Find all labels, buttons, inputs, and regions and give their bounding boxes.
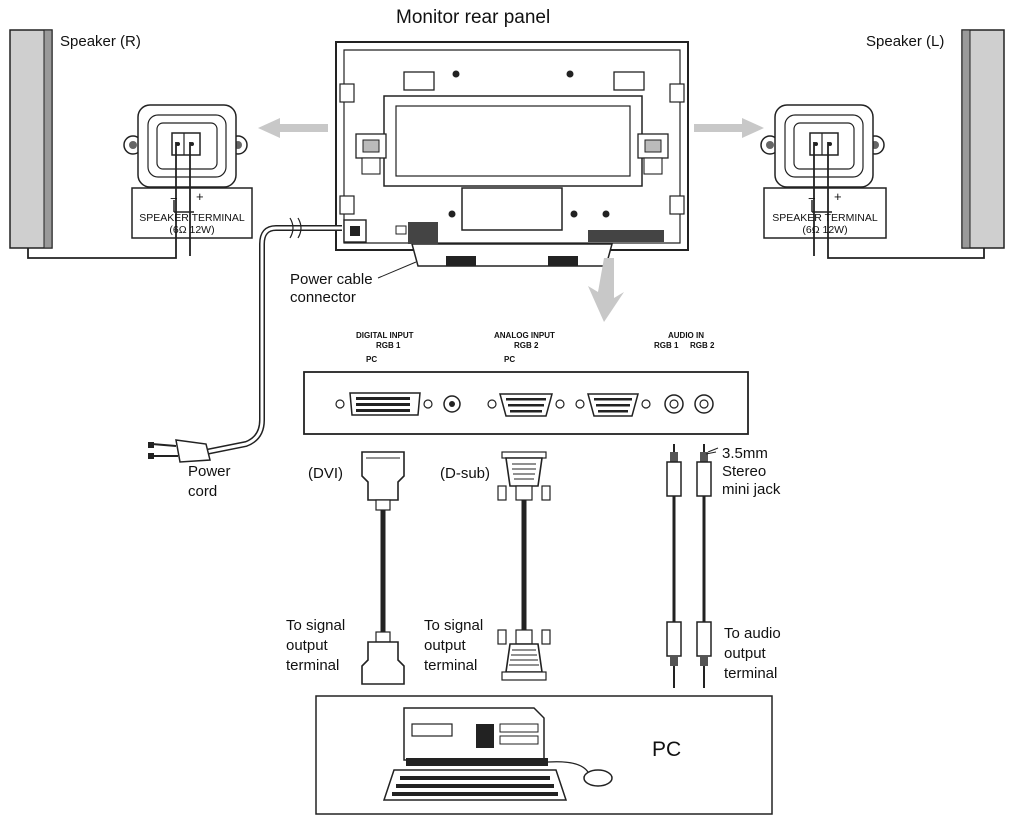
dsub-cable — [497, 451, 551, 681]
speaker-right-label: Speaker (R) — [60, 33, 141, 50]
speaker-left-minus: − — [808, 191, 816, 206]
speaker-right-terminal-text: SPEAKER TERMINAL (6Ω 12W) — [139, 212, 245, 237]
jack-label-3: mini jack — [722, 481, 781, 498]
power-connector-label-1: Power cable — [290, 271, 373, 288]
speaker-right — [9, 29, 53, 249]
audio-output-label-2: output — [724, 645, 766, 662]
dvi-signal-label-2: output — [286, 637, 328, 654]
audio-in-title: AUDIO IN — [668, 331, 704, 340]
power-cord-label-2: cord — [188, 483, 218, 500]
dvi-signal-label-1: To signal — [286, 617, 346, 634]
audio-cables — [666, 444, 719, 688]
dsub-signal-label-1: To signal — [424, 617, 484, 634]
dvi-port — [335, 392, 433, 416]
speaker-left-plus: + — [834, 189, 842, 204]
speaker-left-label: Speaker (L) — [866, 33, 945, 50]
pc-label: PC — [652, 738, 682, 761]
audio-output-label-3: terminal — [724, 665, 778, 682]
analog-pc-tag: PC — [504, 355, 516, 364]
analog-input-sub: RGB 2 — [514, 341, 539, 350]
power-connector-leader — [377, 261, 417, 279]
speaker-right-wire — [27, 142, 177, 259]
audio-output-label-1: To audio — [724, 625, 781, 642]
power-cord — [148, 217, 342, 463]
pc-box — [315, 695, 773, 815]
arrow-to-speaker-right — [258, 118, 328, 138]
dsub-signal-label-3: terminal — [424, 657, 478, 674]
monitor-rear-panel — [335, 41, 689, 267]
speaker-left-terminal-text: SPEAKER TERMINAL (6Ω 12W) — [772, 212, 878, 237]
jack-leader — [705, 451, 717, 455]
speaker-left-terminal — [760, 104, 887, 239]
dsub-port-2 — [575, 393, 651, 417]
digital-input-sub: RGB 1 — [376, 341, 401, 350]
dsub-port — [487, 393, 565, 417]
jack-label-2: Stereo — [722, 463, 767, 480]
arrow-to-input-panel — [588, 258, 624, 322]
pc-unit-icon — [403, 707, 545, 761]
audio-rgb1-label: RGB 1 — [654, 341, 679, 350]
dvi-signal-label-3: terminal — [286, 657, 340, 674]
dvi-cable — [361, 451, 405, 685]
dsub-signal-label-2: output — [424, 637, 466, 654]
arrow-to-speaker-left — [694, 118, 764, 138]
speaker-right-minus: − — [170, 191, 178, 206]
dsub-label: (D-sub) — [440, 465, 491, 482]
dvi-label: (DVI) — [308, 465, 343, 482]
speaker-left — [961, 29, 1005, 249]
analog-input-title: ANALOG INPUT — [494, 331, 555, 340]
digital-input-title: DIGITAL INPUT — [356, 331, 414, 340]
diagram-title: Monitor rear panel — [396, 7, 551, 28]
mouse-icon — [583, 769, 613, 787]
power-connector-label-2: connector — [290, 289, 356, 306]
audio-rgb2-label: RGB 2 — [690, 341, 715, 350]
power-cord-label-1: Power — [188, 463, 231, 480]
speaker-right-terminal — [123, 104, 253, 239]
digital-pc-tag: PC — [366, 355, 378, 364]
jack-label-1: 3.5mm — [722, 445, 768, 462]
input-panel — [303, 371, 749, 435]
speaker-right-plus: + — [196, 189, 204, 204]
